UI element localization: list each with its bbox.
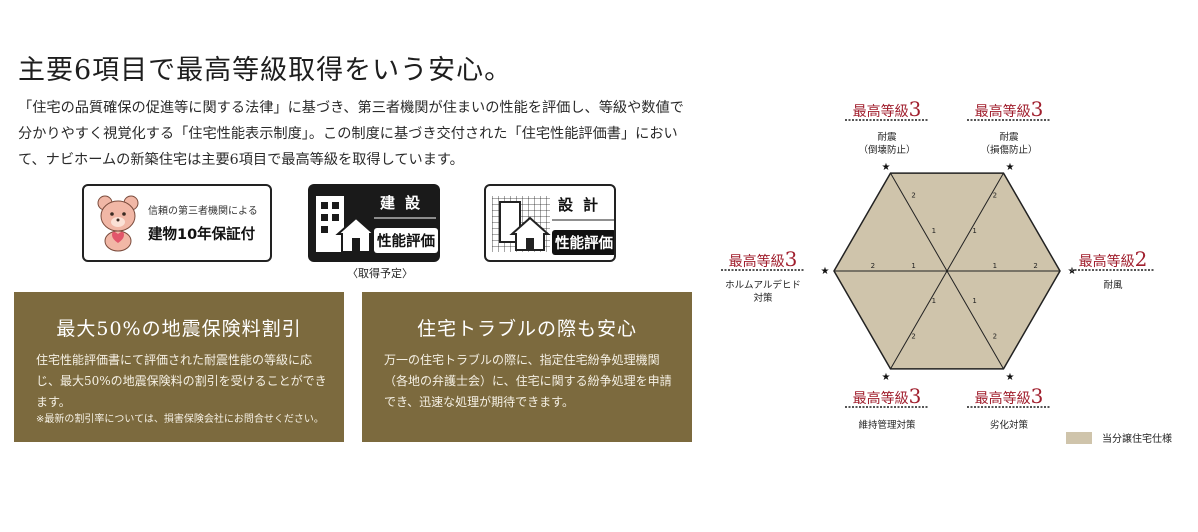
axis-label: 維持管理対策 [858, 419, 916, 431]
axis-label: ホルムアルデヒド [725, 279, 801, 291]
axis-label: （損傷防止） [980, 144, 1037, 156]
card-note: ※最新の割引率については、損害保険会社にお問合せください。 [36, 414, 324, 425]
legend-label: 当分譲住宅仕様 [1102, 434, 1172, 445]
star-marker: ★ [882, 162, 891, 173]
tick-label: 2 [911, 192, 915, 200]
axis-line [946, 270, 1004, 370]
axis-label: 対策 [753, 292, 773, 304]
house-building-icon [316, 196, 436, 253]
card-body: 万一の住宅トラブルの際に、指定住宅紛争処理機関（各地の弁護士会）に、住宅に関する… [384, 353, 672, 409]
tick-label: 2 [871, 262, 875, 270]
star-marker: ★ [1006, 372, 1015, 383]
card-body: 住宅性能評価書にて評価された耐震性能の等級に応じ、最大50%の地震保険料の割引を… [36, 353, 327, 409]
axis-line [890, 270, 948, 370]
max-grade-label: 最高等級3 [853, 384, 922, 408]
star-marker: ★ [882, 372, 891, 383]
star-marker: ★ [1068, 266, 1077, 277]
axis-label: 耐震 [877, 131, 897, 143]
tick-label: 2 [993, 332, 997, 340]
tick-label: 2 [993, 192, 997, 200]
tick-label: 1 [972, 227, 976, 235]
axis-line [946, 172, 1004, 272]
guarantee-line1: 信頼の第三者機関による [148, 206, 258, 217]
construction-evaluation-mark: 建設 性能評価 [308, 184, 440, 262]
card-title: 住宅トラブルの際も安心 [416, 318, 637, 340]
axis-label: 劣化対策 [990, 419, 1029, 431]
legend-swatch [1066, 432, 1092, 444]
guarantee-badge: 信頼の第三者機関による 建物10年保証付 [82, 184, 272, 262]
tick-label: 1 [932, 297, 936, 305]
construction-label: 建設 [380, 194, 431, 212]
max-grade-label: 最高等級3 [729, 247, 798, 271]
insurance-discount-card: 最大50%の地震保険料割引 住宅性能評価書にて評価された耐震性能の等級に応じ、最… [14, 292, 344, 442]
max-grade-label: 最高等級3 [975, 384, 1044, 408]
tick-label: 1 [911, 262, 915, 270]
tick-label: 2 [1033, 262, 1037, 270]
design-evaluation-mark: 設計 性能評価 [484, 184, 616, 262]
bear-mascot-icon [97, 195, 139, 252]
axis-label: 耐風 [1103, 279, 1123, 291]
axis-label: 耐震 [999, 131, 1019, 143]
axis-label: （倒壊防止） [858, 144, 915, 156]
page-title: 主要6項目で最高等級取得をいう安心。 [18, 55, 513, 86]
max-grade-label: 最高等級3 [975, 97, 1044, 121]
max-grade-label: 最高等級3 [853, 97, 922, 121]
tick-label: 1 [993, 262, 997, 270]
intro-text: 「住宅の品質確保の促進等に関する法律」に基づき、第三者機関が住まいの性能を評価し… [18, 100, 684, 168]
house-grid-icon [492, 196, 614, 252]
performance-evaluation-label: 性能評価 [374, 228, 438, 253]
star-marker: ★ [821, 266, 830, 277]
axis-line [890, 172, 948, 272]
design-label: 設計 [558, 196, 609, 214]
tick-label: 1 [932, 227, 936, 235]
planned-note: 〈取得予定〉 [347, 267, 413, 280]
tick-label: 2 [911, 332, 915, 340]
housing-trouble-card: 住宅トラブルの際も安心 万一の住宅トラブルの際に、指定住宅紛争処理機関（各地の弁… [362, 292, 692, 442]
max-grade-label: 最高等級2 [1079, 247, 1148, 271]
card-title: 最大50%の地震保険料割引 [56, 318, 302, 340]
guarantee-line2: 建物10年保証付 [148, 227, 256, 243]
star-marker: ★ [1006, 162, 1015, 173]
performance-evaluation-label: 性能評価 [552, 230, 614, 255]
tick-label: 1 [972, 297, 976, 305]
